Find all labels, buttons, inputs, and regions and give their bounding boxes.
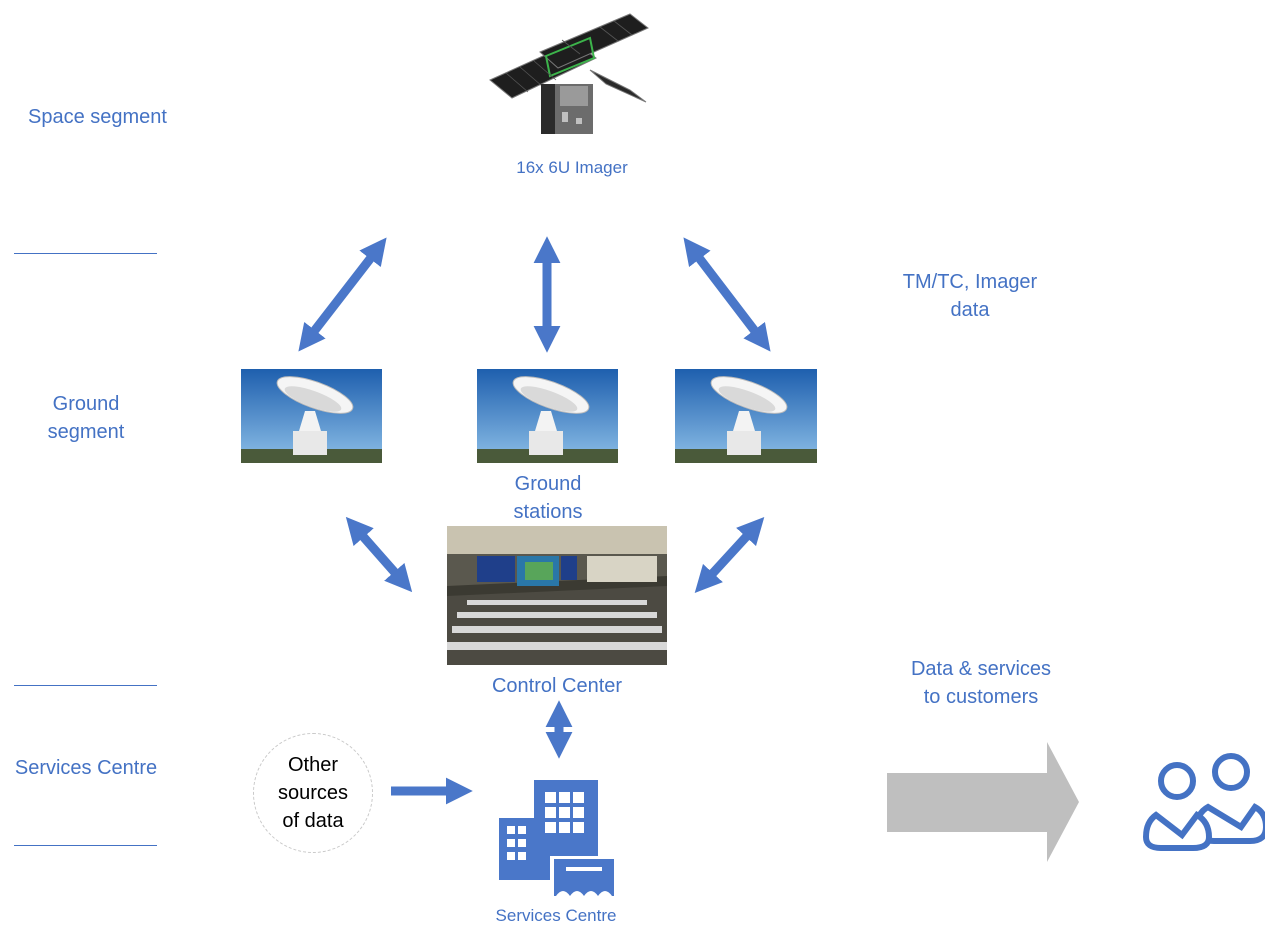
- ground-station-photo: [675, 369, 817, 463]
- segment-divider: [14, 685, 157, 686]
- link-arrow-left: [298, 237, 387, 352]
- services-centre-label: Services Centre: [495, 906, 617, 925]
- segment-divider: [14, 253, 157, 254]
- gs-cc-arrow-right: [694, 517, 765, 593]
- ground-station-photo: [241, 369, 382, 463]
- antenna-dish-icon: [241, 369, 382, 463]
- tm-tc-label: TM/TC, Imager data: [902, 271, 1038, 321]
- ground-stations-label: Ground stations: [513, 473, 583, 523]
- antenna-dish-icon: [477, 369, 618, 463]
- ground-segment-label: Ground segment: [47, 393, 125, 443]
- control-center-photo: [447, 526, 667, 665]
- building-icon: [499, 780, 616, 896]
- ground-station-photo: [477, 369, 618, 463]
- services-segment-label: Services Centre: [14, 757, 158, 779]
- gs-cc-arrow-left: [345, 516, 413, 593]
- customers-label: Data & services to customers: [910, 658, 1052, 708]
- segment-divider: [14, 845, 157, 846]
- other-sources-label: Other sources of data: [277, 754, 349, 832]
- antenna-dish-icon: [675, 369, 817, 463]
- link-arrow-right: [683, 237, 771, 352]
- space-segment-label: Space segment: [28, 106, 167, 128]
- satellite-icon: [489, 13, 649, 134]
- users-icon: [1142, 753, 1265, 851]
- other-sources-bubble: Other sources of data: [253, 733, 373, 853]
- customers-arrow: [887, 742, 1079, 862]
- satellite-label: 16x 6U Imager: [516, 158, 628, 177]
- control-center-label: Control Center: [491, 675, 623, 697]
